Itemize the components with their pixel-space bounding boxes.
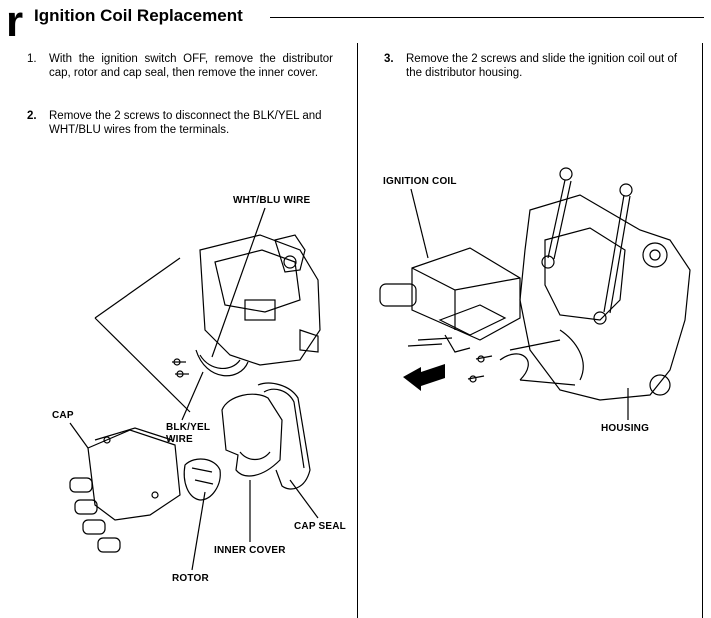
step-2-text: Remove the 2 screws to disconnect the BL… xyxy=(49,110,322,136)
label-rotor: ROTOR xyxy=(172,573,209,584)
leader-cap xyxy=(69,422,89,449)
step-3-number: 3. xyxy=(384,53,394,65)
step-3: 3. Remove the 2 screws and slide the ign… xyxy=(384,52,690,82)
title-rule xyxy=(270,17,704,18)
leader-blk-yel xyxy=(181,371,204,421)
step-2: 2. Remove the 2 screws to disconnect the… xyxy=(27,109,335,139)
section-marker-letter: r xyxy=(6,0,24,46)
label-inner-cover: INNER COVER xyxy=(214,545,286,556)
leader-wht-blu xyxy=(211,207,266,358)
leader-ignition-coil xyxy=(410,188,429,259)
label-cap: CAP xyxy=(52,410,74,421)
label-wht-blu-wire: WHT/BLU WIRE xyxy=(233,195,311,206)
column-divider xyxy=(357,43,358,618)
label-blk-yel-wire-1: BLK/YEL xyxy=(166,422,211,433)
page-title: Ignition Coil Replacement xyxy=(34,6,243,25)
step-1-text: With the ignition switch OFF, remove the… xyxy=(49,53,333,79)
step-1: 1. With the ignition switch OFF, remove … xyxy=(27,52,335,96)
leader-cap-seal xyxy=(289,479,319,519)
label-blk-yel-wire-2: WIRE xyxy=(166,434,193,445)
right-border xyxy=(702,43,703,618)
label-housing: HOUSING xyxy=(601,423,650,434)
leader-rotor xyxy=(191,491,206,571)
ignition-coil-removal-illustration xyxy=(379,167,691,420)
label-ignition-coil: IGNITION COIL xyxy=(383,176,457,187)
label-cap-seal: CAP SEAL xyxy=(294,521,346,532)
slide-out-arrow-icon xyxy=(403,364,445,391)
step-1-number: 1. xyxy=(27,53,37,65)
step-2-number: 2. xyxy=(27,110,37,122)
step-3-text: Remove the 2 screws and slide the igniti… xyxy=(406,53,678,79)
